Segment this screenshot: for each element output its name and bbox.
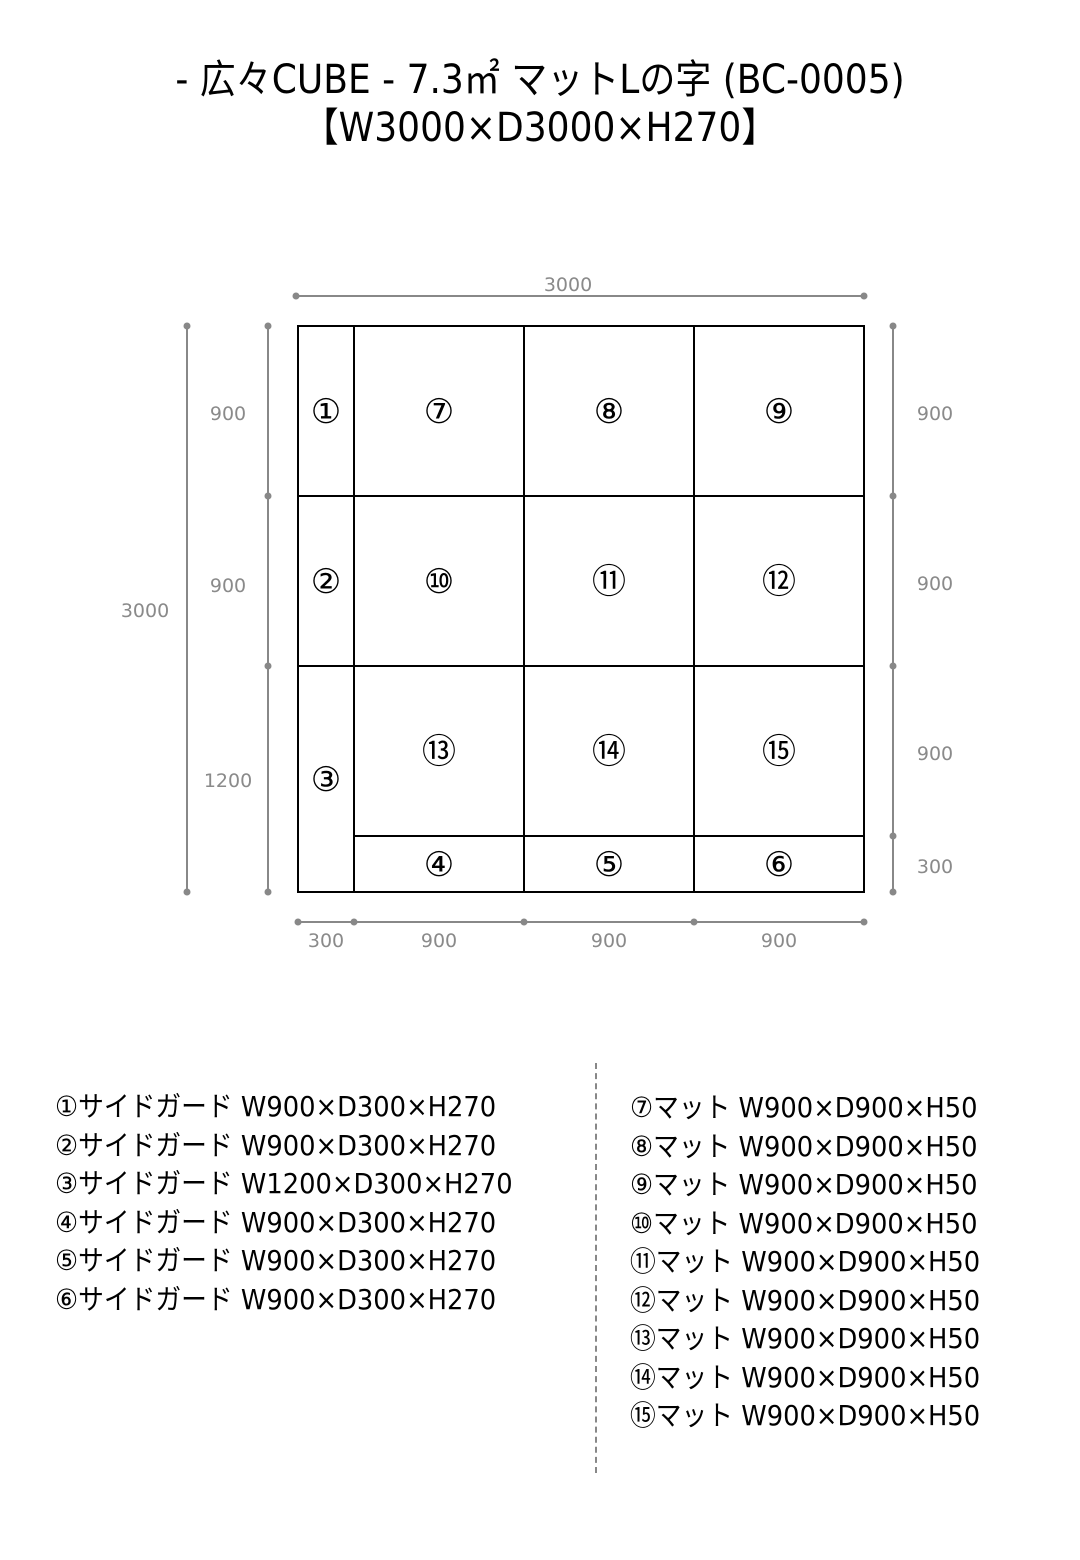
mat-10-label: ⑩: [424, 562, 454, 602]
right-segment-dimension-line-tick: [889, 832, 897, 840]
side-guard-1-label: ①: [311, 392, 341, 432]
bottom-segment-dimension-line-tick: [350, 918, 358, 926]
legend-item: ①サイドガード W900×D300×H270: [55, 1090, 497, 1123]
top-dimension-label: 3000: [544, 274, 592, 296]
side-guard-5-label: ⑤: [594, 845, 624, 885]
side-guard-4-label: ④: [424, 845, 454, 885]
mat-9-label: ⑨: [764, 392, 794, 432]
legend-item: ⑨マット W900×D900×H50: [630, 1168, 978, 1201]
side-guard-6-label: ⑥: [764, 845, 794, 885]
right-segment-label: 900: [917, 573, 953, 595]
left-segment-dimension-line-tick: [264, 662, 272, 670]
legend-item: ⑭マット W900×D900×H50: [630, 1360, 981, 1394]
legend-item: ④サイドガード W900×D300×H270: [55, 1205, 497, 1239]
top-dimension-line-tick: [292, 292, 300, 300]
bottom-segment-dimension-line-tick: [294, 918, 302, 926]
side-guard-2-label: ②: [311, 562, 341, 602]
bottom-segment-dimension-line-tick: [520, 918, 528, 926]
legend-item: ⑩マット W900×D900×H50: [630, 1206, 978, 1240]
legend-divider: [595, 1063, 597, 1473]
legend-item: ③サイドガード W1200×D300×H270: [55, 1167, 513, 1200]
right-segment-dimension-line-tick: [889, 888, 897, 896]
mat-13-label: ⑬: [422, 732, 456, 772]
mat-11-label: ⑪: [592, 562, 626, 602]
left-total-dimension-line-tick: [183, 888, 191, 896]
left-segment-dimension-line-tick: [264, 322, 272, 330]
bottom-segment-dimension-line-tick: [690, 918, 698, 926]
bottom-segment-label: 300: [308, 930, 344, 952]
mat-12-label: ⑫: [762, 562, 796, 602]
right-segment-dimension-line-tick: [889, 662, 897, 670]
side-guard-legend: ①サイドガード W900×D300×H270 ②サイドガード W900×D300×…: [55, 1088, 513, 1319]
legend-item: ⑮マット W900×D900×H50: [630, 1399, 981, 1432]
right-segment-label: 900: [917, 743, 953, 765]
legend-item: ⑧マット W900×D900×H50: [630, 1129, 978, 1163]
diagram-subtitle-dimensions: 【W3000×D3000×H270】: [302, 105, 778, 151]
mat-7-label: ⑦: [424, 392, 454, 432]
mat-15: [693, 665, 865, 837]
top-dimension-line-tick: [860, 292, 868, 300]
bottom-segment-label: 900: [761, 930, 797, 952]
legend-item: ⑥サイドガード W900×D300×H270: [55, 1282, 497, 1316]
left-total-dimension-label: 3000: [121, 600, 169, 622]
diagram-title: - 広々CUBE - 7.3㎡ マットLの字 (BC-0005): [175, 57, 905, 103]
left-total-dimension-line-tick: [183, 322, 191, 330]
bottom-segment-dimension-line-tick: [860, 918, 868, 926]
left-segment-label: 900: [210, 575, 246, 597]
left-segment-dimension-line-tick: [264, 492, 272, 500]
right-segment-label: 300: [917, 856, 953, 878]
left-segment-label: 900: [210, 403, 246, 425]
mat-14-label: ⑭: [592, 732, 626, 772]
left-segment-dimension-line-tick: [264, 888, 272, 896]
mat-8-label: ⑧: [594, 392, 624, 432]
right-segment-label: 900: [917, 403, 953, 425]
mat-legend: ⑦マット W900×D900×H50 ⑧マット W900×D900×H50 ⑨マット…: [630, 1089, 980, 1436]
right-segment-dimension-line-tick: [889, 322, 897, 330]
bottom-segment-label: 900: [591, 930, 627, 952]
right-segment-dimension-line-tick: [889, 492, 897, 500]
legend-item: ②サイドガード W900×D300×H270: [55, 1128, 497, 1162]
legend-item: ⑤サイドガード W900×D300×H270: [55, 1244, 497, 1277]
side-guard-3-label: ③: [311, 760, 341, 800]
legend-item: ⑦マット W900×D900×H50: [630, 1091, 978, 1124]
mat-15-label: ⑮: [762, 732, 796, 772]
layout-plan: ① ② ③ ④ ⑤ ⑥ ⑦ ⑧ ⑨ ⑩ ⑪ ⑫ ⑬ ⑭ ⑮ 3000 3000 900 900 1200 900 900 9…: [121, 274, 953, 952]
legend-item: ⑪マット W900×D900×H50: [630, 1245, 981, 1278]
bottom-segment-label: 900: [421, 930, 457, 952]
left-segment-label: 1200: [204, 770, 252, 792]
legend-item: ⑫マット W900×D900×H50: [630, 1283, 981, 1317]
legend-item: ⑬マット W900×D900×H50: [630, 1322, 981, 1355]
